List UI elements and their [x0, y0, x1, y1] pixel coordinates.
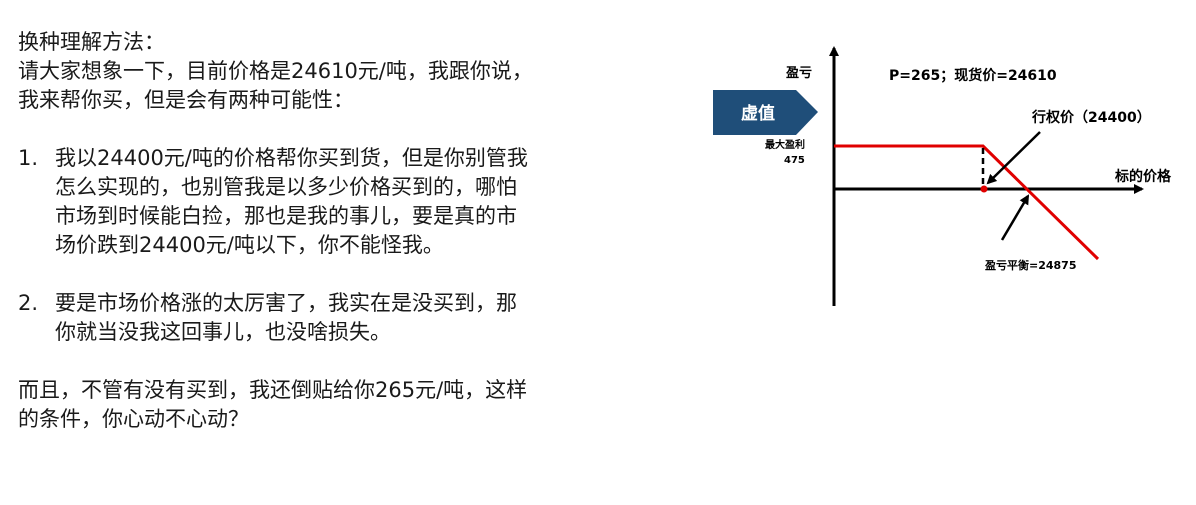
- strike-label: 行权价（24400）: [1031, 109, 1151, 126]
- max-profit-label: 最大盈利: [765, 138, 805, 151]
- strike-arrow: [986, 131, 1041, 185]
- strike-point: [980, 185, 988, 193]
- list-line: 市场到时候能白捡，那也是我的事儿，要是真的市: [55, 204, 517, 228]
- list-number: 1.: [18, 146, 39, 170]
- closing-line-1: 而且，不管有没有买到，我还倒贴给你265元/吨，这样: [18, 378, 528, 402]
- explanation-text: 换种理解方法： 请大家想象一下，目前价格是24610元/吨，我跟你说， 我来帮你…: [18, 28, 628, 434]
- breakeven-label: 盈亏平衡=24875: [984, 258, 1077, 272]
- heading: 换种理解方法：: [18, 30, 165, 54]
- list-item: 2. 要是市场价格涨的太厉害了，我实在是没买到，那 你就当没我这回事儿，也没啥损…: [18, 289, 628, 347]
- otm-badge: [713, 90, 818, 135]
- badge-text: 虚值: [741, 103, 775, 124]
- x-axis-label: 标的价格: [1114, 168, 1172, 185]
- max-profit-value: 475: [784, 155, 805, 166]
- y-axis-label: 盈亏: [785, 66, 812, 81]
- list-line: 你就当没我这回事儿，也没啥损失。: [55, 320, 391, 344]
- breakeven-arrow: [1000, 194, 1030, 241]
- possibility-list: 1. 我以24400元/吨的价格帮你买到货，但是你别管我 怎么实现的，也别管我是…: [18, 144, 628, 347]
- payoff-line: [834, 144, 1100, 261]
- intro-line-1: 请大家想象一下，目前价格是24610元/吨，我跟你说，: [18, 59, 533, 83]
- list-item: 1. 我以24400元/吨的价格帮你买到货，但是你别管我 怎么实现的，也别管我是…: [18, 144, 628, 260]
- closing-line-2: 的条件，你心动不心动？: [18, 407, 249, 431]
- list-number: 2.: [18, 291, 39, 315]
- header-label: P=265；现货价=24610: [889, 67, 1057, 84]
- list-line: 要是市场价格涨的太厉害了，我实在是没买到，那: [55, 291, 517, 315]
- list-line: 场价跌到24400元/吨以下，你不能怪我。: [55, 233, 444, 257]
- intro-line-2: 我来帮你买，但是会有两种可能性：: [18, 88, 354, 112]
- list-line: 我以24400元/吨的价格帮你买到货，但是你别管我: [55, 146, 528, 170]
- payoff-diagram: 虚值 盈亏 标的价格 P=265；现货价=24610 最大盈利 475 行权价（…: [713, 46, 1172, 306]
- list-line: 怎么实现的，也别管我是以多少价格买到的，哪怕: [55, 175, 517, 199]
